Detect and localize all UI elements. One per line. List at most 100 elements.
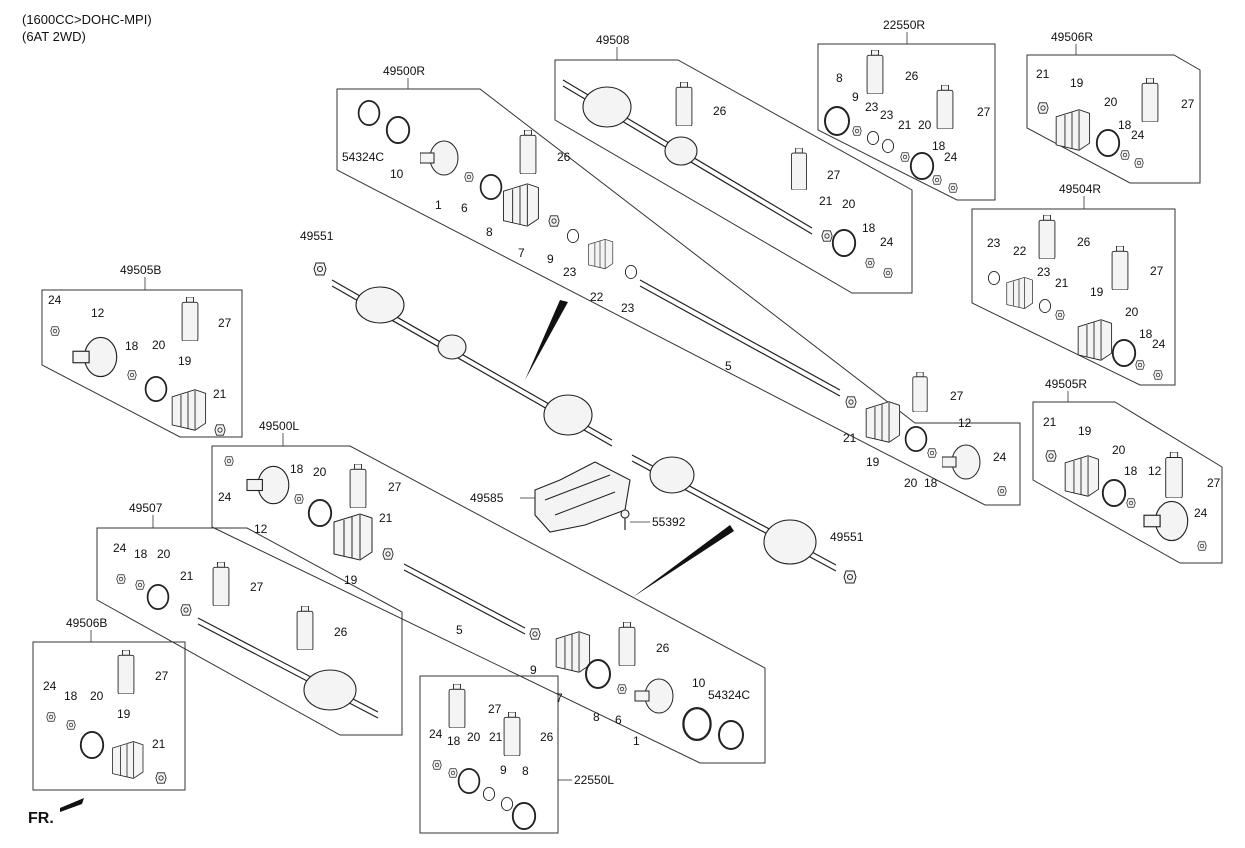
part-number-label[interactable]: 10 xyxy=(692,676,706,690)
part-number-label[interactable]: 12 xyxy=(1148,464,1162,478)
part-number-label[interactable]: 19 xyxy=(178,354,192,368)
group-label-22550R[interactable]: 22550R xyxy=(883,18,925,32)
part-number-label[interactable]: 54324C xyxy=(342,150,384,164)
part-number-label[interactable]: 26 xyxy=(713,104,727,118)
part-number-label[interactable]: 24 xyxy=(1194,506,1208,520)
part-label-49585[interactable]: 49585 xyxy=(470,491,504,505)
part-number-label[interactable]: 19 xyxy=(866,455,880,469)
hub-nut-bottom[interactable] xyxy=(843,570,857,584)
group-label-49504R[interactable]: 49504R xyxy=(1059,182,1101,196)
part-label-55392[interactable]: 55392 xyxy=(652,515,686,529)
group-label-49507[interactable]: 49507 xyxy=(129,501,163,515)
part-number-label[interactable]: 20 xyxy=(467,730,481,744)
part-number-label[interactable]: 20 xyxy=(918,118,932,132)
part-number-label[interactable]: 24 xyxy=(1152,337,1166,351)
part-number-label[interactable]: 18 xyxy=(290,462,304,476)
part-number-label[interactable]: 26 xyxy=(334,625,348,639)
part-number-label[interactable]: 1 xyxy=(435,198,442,212)
part-number-label[interactable]: 19 xyxy=(1070,76,1084,90)
part-number-label[interactable]: 54324C xyxy=(708,688,750,702)
part-number-label[interactable]: 24 xyxy=(113,541,127,555)
part-number-label[interactable]: 27 xyxy=(488,702,502,716)
part-number-label[interactable]: 22 xyxy=(590,290,604,304)
part-number-label[interactable]: 24 xyxy=(880,235,894,249)
part-number-label[interactable]: 23 xyxy=(563,265,577,279)
part-number-label[interactable]: 21 xyxy=(152,737,166,751)
part-number-label[interactable]: 20 xyxy=(1112,443,1126,457)
hub-nut-top[interactable] xyxy=(313,262,327,276)
part-number-label[interactable]: 26 xyxy=(540,730,554,744)
part-number-label[interactable]: 20 xyxy=(904,476,918,490)
part-number-label[interactable]: 27 xyxy=(1150,264,1164,278)
part-number-label[interactable]: 22 xyxy=(1013,244,1027,258)
group-label-49508[interactable]: 49508 xyxy=(596,33,630,47)
part-number-label[interactable]: 9 xyxy=(500,763,507,777)
part-number-label[interactable]: 12 xyxy=(91,306,105,320)
part-number-label[interactable]: 18 xyxy=(862,221,876,235)
part-number-label[interactable]: 26 xyxy=(1077,235,1091,249)
part-number-label[interactable]: 21 xyxy=(819,194,833,208)
part-number-label[interactable]: 27 xyxy=(827,168,841,182)
part-label-49551[interactable]: 49551 xyxy=(300,229,334,243)
part-number-label[interactable]: 23 xyxy=(987,236,1001,250)
part-number-label[interactable]: 27 xyxy=(218,316,232,330)
part-number-label[interactable]: 24 xyxy=(48,293,62,307)
part-number-label[interactable]: 18 xyxy=(64,689,78,703)
support-bracket-part[interactable] xyxy=(534,461,631,533)
group-label-49506R[interactable]: 49506R xyxy=(1051,30,1093,44)
part-number-label[interactable]: 8 xyxy=(836,71,843,85)
part-number-label[interactable]: 21 xyxy=(843,431,857,445)
part-number-label[interactable]: 20 xyxy=(152,338,166,352)
part-number-label[interactable]: 20 xyxy=(313,465,327,479)
part-number-label[interactable]: 21 xyxy=(489,730,503,744)
part-number-label[interactable]: 9 xyxy=(530,663,537,677)
part-number-label[interactable]: 18 xyxy=(932,139,946,153)
part-number-label[interactable]: 20 xyxy=(1104,95,1118,109)
part-number-label[interactable]: 24 xyxy=(944,150,958,164)
part-number-label[interactable]: 24 xyxy=(429,727,443,741)
part-number-label[interactable]: 6 xyxy=(461,201,468,215)
part-number-label[interactable]: 18 xyxy=(1118,118,1132,132)
part-number-label[interactable]: 5 xyxy=(725,359,732,373)
part-number-label[interactable]: 18 xyxy=(1139,327,1153,341)
group-label-49505B[interactable]: 49505B xyxy=(120,263,161,277)
part-number-label[interactable]: 21 xyxy=(213,387,227,401)
part-number-label[interactable]: 8 xyxy=(522,764,529,778)
part-number-label[interactable]: 10 xyxy=(390,167,404,181)
part-number-label[interactable]: 20 xyxy=(842,197,856,211)
part-number-label[interactable]: 27 xyxy=(977,105,991,119)
left-drive-shaft-assembly[interactable] xyxy=(331,279,613,447)
part-number-label[interactable]: 24 xyxy=(43,679,57,693)
part-number-label[interactable]: 18 xyxy=(134,547,148,561)
part-number-label[interactable]: 6 xyxy=(615,713,622,727)
part-number-label[interactable]: 19 xyxy=(1078,424,1092,438)
group-label-22550L[interactable]: 22550L xyxy=(574,773,614,787)
part-number-label[interactable]: 19 xyxy=(344,573,358,587)
part-number-label[interactable]: 21 xyxy=(1055,276,1069,290)
part-number-label[interactable]: 23 xyxy=(621,301,635,315)
group-label-49500R[interactable]: 49500R xyxy=(383,64,425,78)
part-number-label[interactable]: 18 xyxy=(447,734,461,748)
part-number-label[interactable]: 21 xyxy=(379,511,393,525)
part-number-label[interactable]: 27 xyxy=(1181,97,1195,111)
part-number-label[interactable]: 26 xyxy=(557,150,571,164)
part-number-label[interactable]: 20 xyxy=(157,547,171,561)
part-number-label[interactable]: 18 xyxy=(924,476,938,490)
part-number-label[interactable]: 1 xyxy=(633,734,640,748)
part-number-label[interactable]: 5 xyxy=(456,623,463,637)
part-number-label[interactable]: 24 xyxy=(1131,128,1145,142)
part-number-label[interactable]: 23 xyxy=(1037,265,1051,279)
part-number-label[interactable]: 21 xyxy=(1043,415,1057,429)
part-number-label[interactable]: 23 xyxy=(865,100,879,114)
right-drive-shaft-assembly[interactable] xyxy=(631,454,837,572)
part-number-label[interactable]: 18 xyxy=(125,339,139,353)
part-number-label[interactable]: 26 xyxy=(905,69,919,83)
part-number-label[interactable]: 27 xyxy=(1207,476,1221,490)
part-number-label[interactable]: 12 xyxy=(958,416,972,430)
part-number-label[interactable]: 27 xyxy=(388,480,402,494)
part-number-label[interactable]: 21 xyxy=(180,569,194,583)
part-number-label[interactable]: 19 xyxy=(1090,285,1104,299)
part-number-label[interactable]: 24 xyxy=(218,490,232,504)
part-number-label[interactable]: 27 xyxy=(155,669,169,683)
part-number-label[interactable]: 27 xyxy=(950,389,964,403)
